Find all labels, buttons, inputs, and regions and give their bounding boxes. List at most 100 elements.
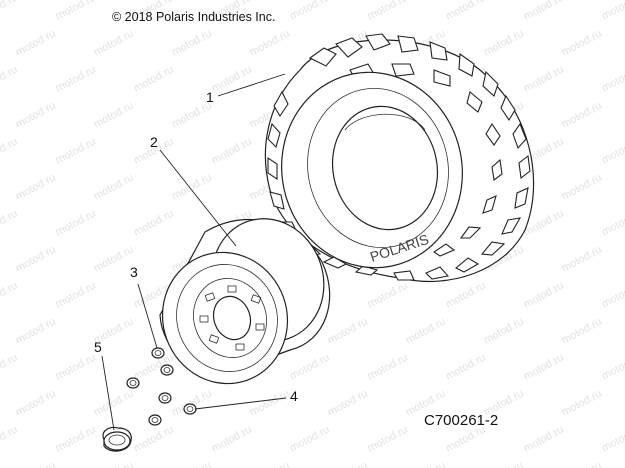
callout-4: 4 [194,388,298,410]
watermark-text: motod.ru [0,424,20,455]
watermark-text: motod.ru [288,0,332,23]
watermark-text: motod.ru [92,28,136,59]
watermark-text: motod.ru [600,0,625,23]
watermark-text: motod.ru [560,172,604,203]
watermark-text: motod.ru [600,208,625,239]
watermark-text: motod.ru [92,172,136,203]
watermark-text: motod.ru [326,316,370,347]
figure-code: C700261-2 [424,412,499,429]
watermark-text: motod.ru [444,280,488,311]
callout-number: 2 [150,134,158,150]
callout-number: 5 [94,339,102,355]
watermark-text: motod.ru [482,316,526,347]
watermark-text: motod.ru [600,64,625,95]
watermark-text: motod.ru [210,424,254,455]
watermark-text: motod.ru [0,208,20,239]
watermark-text: motod.ru [14,28,58,59]
watermark-text: motod.ru [54,64,98,95]
watermark-text: motod.ru [288,352,332,383]
watermark-text: motod.ru [14,460,58,468]
lug-nut[interactable] [160,364,174,376]
watermark-text: motod.ru [288,424,332,455]
watermark-text: motod.ru [600,424,625,455]
watermark-text: motod.ru [366,424,410,455]
wheel-lug-holes [199,285,265,351]
lug-nut[interactable] [148,414,162,426]
watermark-text: motod.ru [14,388,58,419]
tire[interactable]: POLARIS [264,33,535,285]
watermark-text: motod.ru [54,280,98,311]
watermark-text: motod.ru [54,208,98,239]
callout-number: 4 [290,388,298,404]
callout-3: 3 [130,264,158,349]
watermark-text: motod.ru [600,280,625,311]
lug-nut[interactable] [158,392,172,404]
wheel[interactable] [144,203,341,401]
watermark-text: motod.ru [600,136,625,167]
tire-tread [267,33,531,281]
watermark-text: motod.ru [248,460,292,468]
wheel-cap[interactable] [102,426,132,452]
watermark-text: motod.ru [92,460,136,468]
lug-nut[interactable] [126,377,140,389]
copyright-notice: © 2018 Polaris Industries Inc. [112,10,276,24]
watermark-text: motod.ru [522,0,566,23]
watermark-text: motod.ru [366,280,410,311]
watermark-text: motod.ru [0,352,20,383]
watermark-text: motod.ru [326,388,370,419]
watermark-text: motod.ru [54,0,98,23]
watermark-text: motod.ru [444,352,488,383]
watermark-text: motod.ru [0,64,20,95]
callout-2: 2 [150,134,237,247]
lug-nut[interactable] [151,347,165,359]
watermark-text: motod.ru [522,64,566,95]
watermark-text: motod.ru [14,316,58,347]
watermark-text: motod.ru [560,388,604,419]
watermark-text: motod.ru [132,424,176,455]
watermark-text: motod.ru [560,244,604,275]
watermark-text: motod.ru [54,424,98,455]
watermark-text: motod.ru [326,460,370,468]
callout-1: 1 [206,73,286,105]
watermark-text: motod.ru [132,208,176,239]
lug-nuts[interactable] [126,347,197,426]
watermark-text: motod.ru [248,388,292,419]
callout-number: 1 [206,89,214,105]
watermark-text: motod.ru [404,460,448,468]
watermark-text: motod.ru [54,136,98,167]
watermark-text: motod.ru [522,352,566,383]
watermark-text: motod.ru [14,100,58,131]
watermark-text: motod.ru [560,100,604,131]
callout-5: 5 [94,339,115,431]
watermark-text: motod.ru [170,172,214,203]
lug-nut[interactable] [183,403,197,415]
watermark-text: motod.ru [600,352,625,383]
watermark-text: motod.ru [444,0,488,23]
watermark-text: motod.ru [0,0,20,23]
watermark-text: motod.ru [522,280,566,311]
watermark-text: motod.ru [54,352,98,383]
watermark-text: motod.ru [0,280,20,311]
watermark-text: motod.ru [560,316,604,347]
watermark-text: motod.ru [0,136,20,167]
watermark-text: motod.ru [482,460,526,468]
watermark-text: motod.ru [132,64,176,95]
callout-number: 3 [130,264,138,280]
watermark-text: motod.ru [92,388,136,419]
watermark-text: motod.ru [522,424,566,455]
watermark-text: motod.ru [366,352,410,383]
watermark-text: motod.ru [366,0,410,23]
watermark-text: motod.ru [210,64,254,95]
watermark-text: motod.ru [404,316,448,347]
watermark-text: motod.ru [560,460,604,468]
watermark-text: motod.ru [170,460,214,468]
watermark-text: motod.ru [482,28,526,59]
watermark-text: motod.ru [560,28,604,59]
watermark-text: motod.ru [14,244,58,275]
watermark-text: motod.ru [248,28,292,59]
watermark-text: motod.ru [14,172,58,203]
watermark-text: motod.ru [170,28,214,59]
watermark-text: motod.ru [210,136,254,167]
watermark-text: motod.ru [92,100,136,131]
